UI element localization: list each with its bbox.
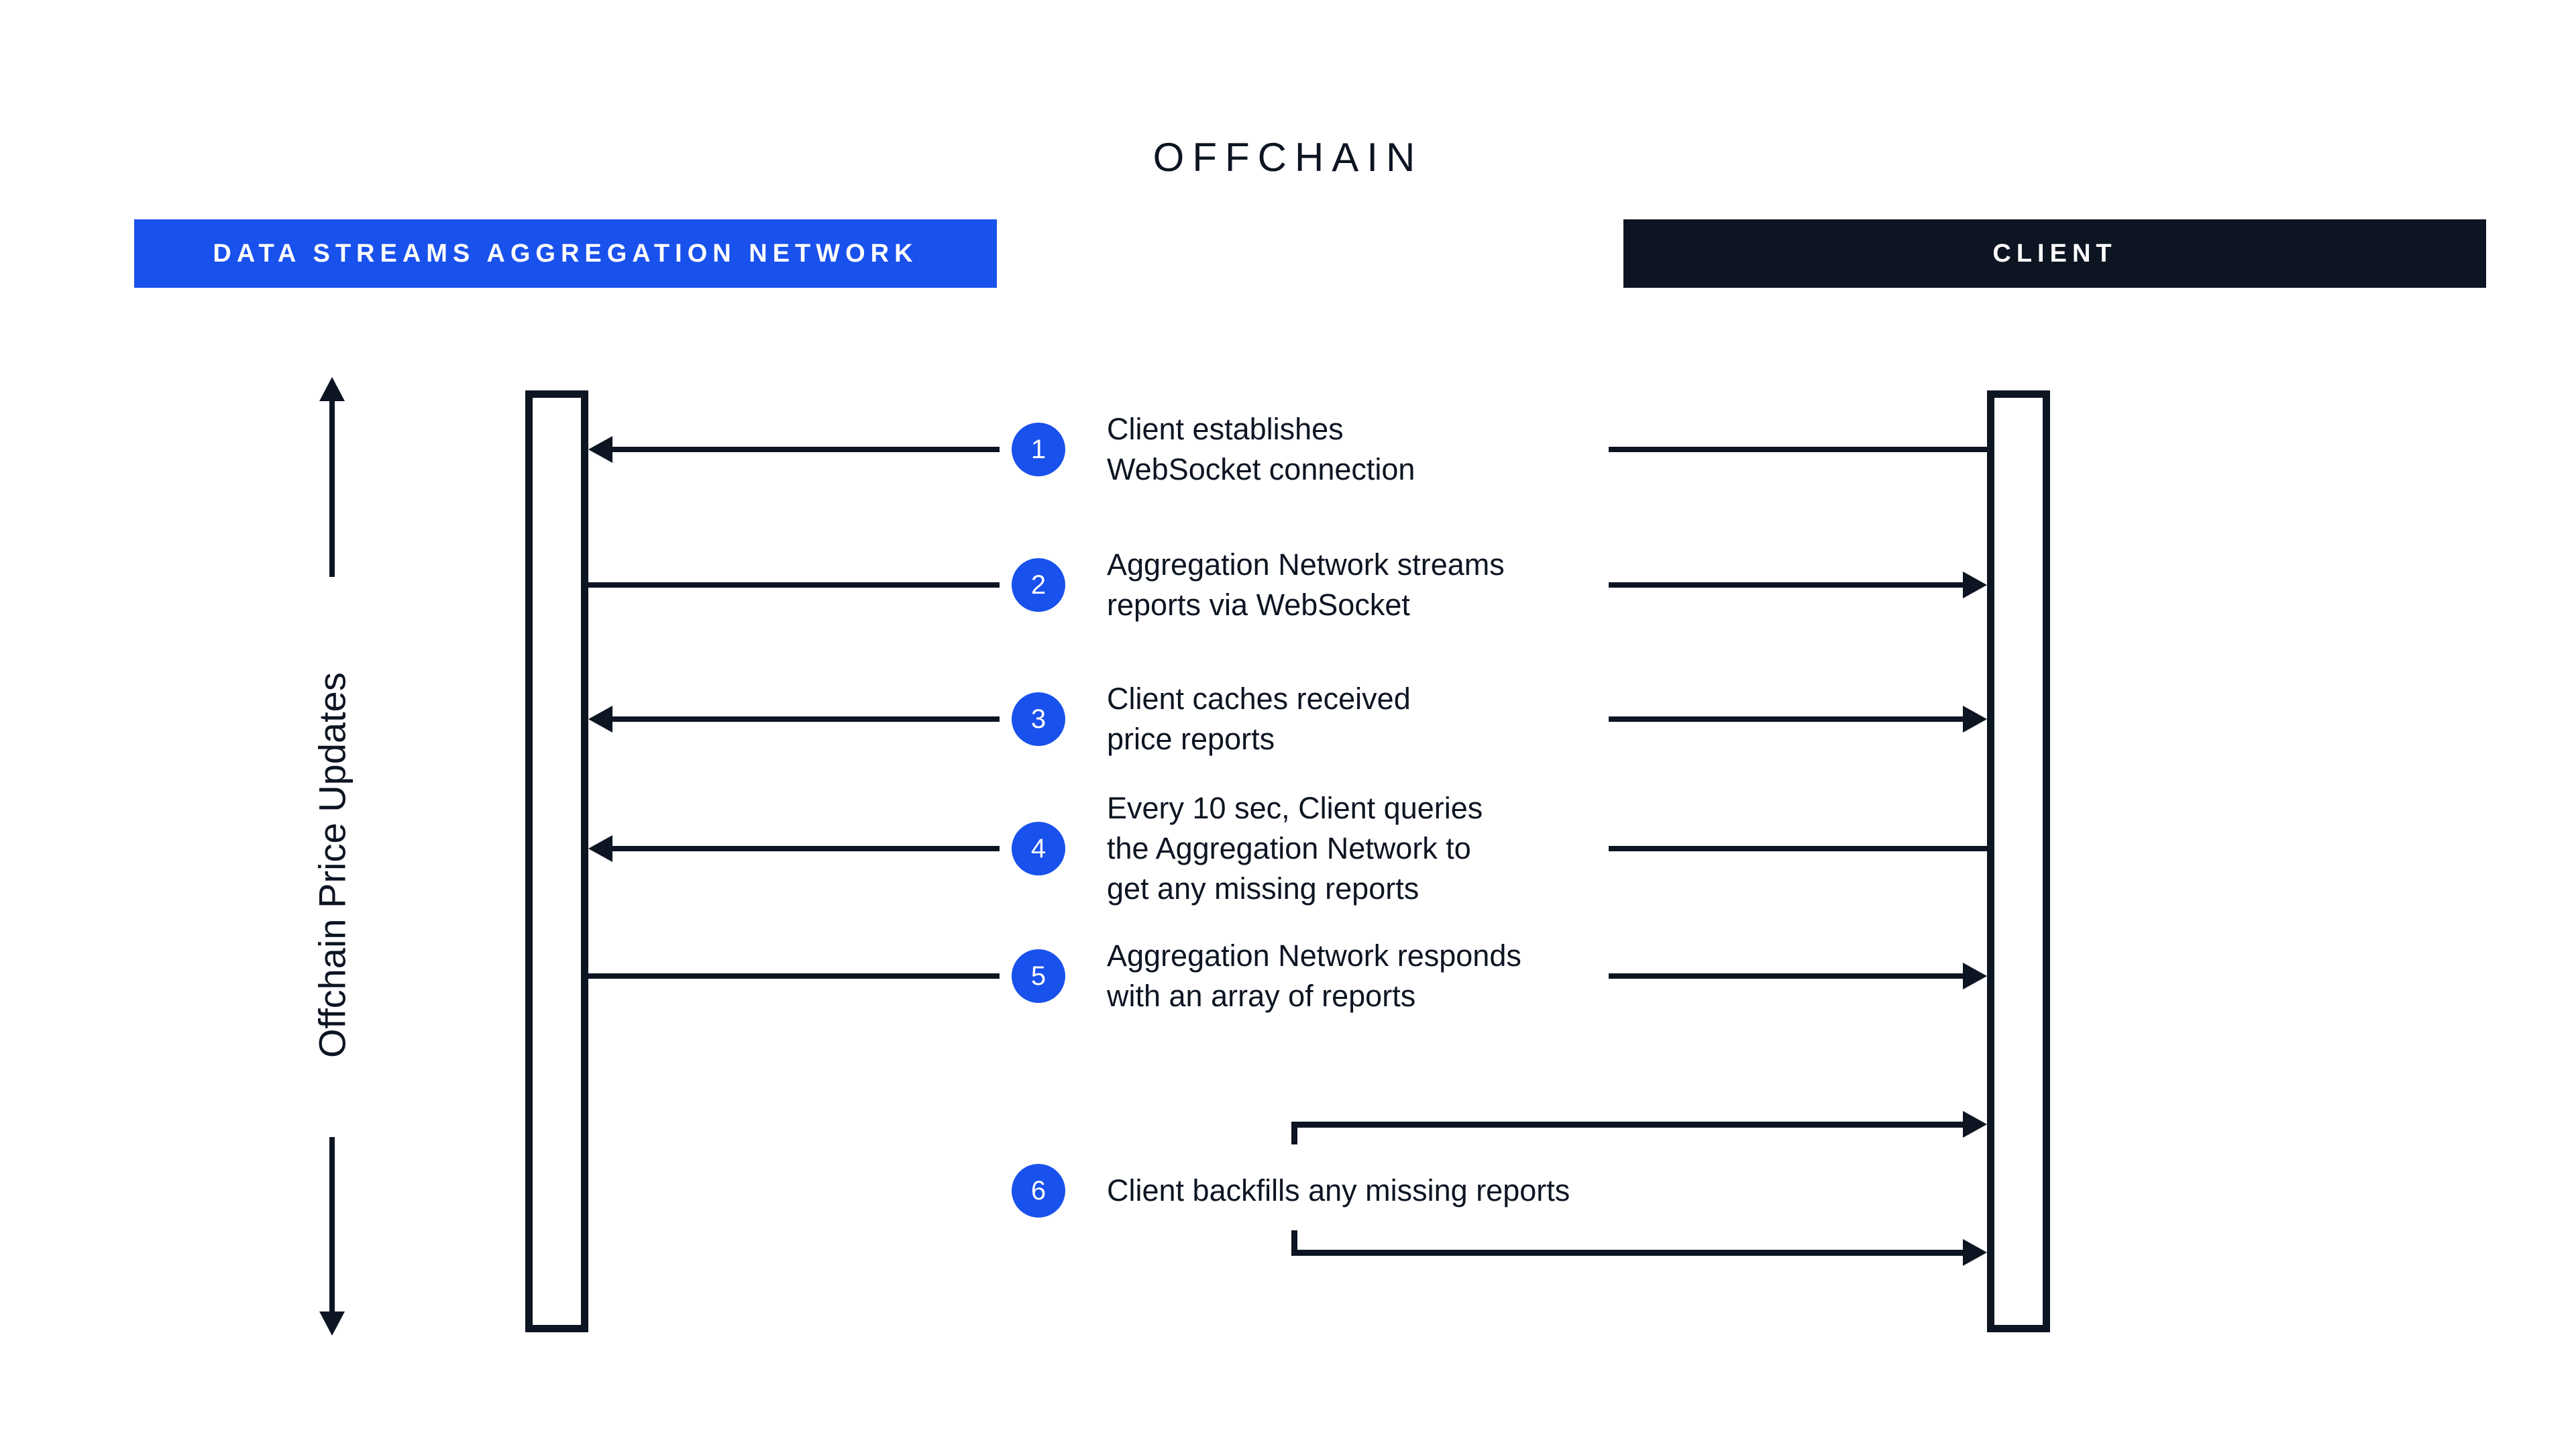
message-line	[609, 846, 1000, 851]
step-number: 3	[1030, 704, 1046, 734]
step-badge-3: 3	[1012, 692, 1065, 746]
step-badge-2: 2	[1012, 558, 1065, 612]
axis-arrow-up-icon	[319, 377, 345, 401]
step-number: 5	[1030, 961, 1046, 991]
message-line	[609, 716, 1000, 722]
self-loop-bottom-line	[1291, 1250, 1966, 1256]
step-number: 1	[1030, 434, 1046, 464]
network-header-bar: DATA STREAMS AGGREGATION NETWORK	[134, 219, 997, 288]
step-badge-1: 1	[1012, 423, 1065, 476]
client-header-bar: CLIENT	[1623, 219, 2486, 288]
arrowhead-into-client-icon	[1963, 572, 1987, 598]
arrowhead-into-client-icon	[1963, 1239, 1987, 1266]
step-badge-4: 4	[1012, 822, 1065, 875]
message-line	[1609, 973, 1966, 979]
arrowhead-into-network-icon	[588, 706, 612, 733]
self-loop-top-line	[1291, 1122, 1966, 1128]
step-text-4: Every 10 sec, Client queries the Aggrega…	[1107, 791, 1483, 906]
step-number: 4	[1030, 833, 1046, 863]
arrowhead-into-client-icon	[1963, 706, 1987, 733]
message-line	[1609, 716, 1966, 722]
step-badge-6: 6	[1012, 1164, 1065, 1218]
self-loop-bottom-stub	[1291, 1230, 1297, 1253]
network-lifeline	[525, 390, 588, 1332]
message-line	[588, 973, 1000, 979]
step-number: 2	[1030, 570, 1046, 600]
axis-arrow-down-icon	[319, 1311, 345, 1336]
step-number: 6	[1030, 1175, 1046, 1205]
client-lifeline	[1987, 390, 2050, 1332]
step-text-3: Client caches received price reports	[1107, 682, 1411, 756]
axis-label: Offchain Price Updates	[311, 672, 354, 1059]
message-line	[609, 447, 1000, 452]
step-text-5: Aggregation Network responds with an arr…	[1107, 938, 1521, 1013]
arrowhead-into-network-icon	[588, 835, 612, 862]
step-text-2: Aggregation Network streams reports via …	[1107, 547, 1505, 622]
step-text-6: Client backfills any missing reports	[1107, 1173, 1570, 1208]
message-line	[588, 582, 1000, 588]
step-text-1: Client establishes WebSocket connection	[1107, 412, 1415, 486]
step-badge-5: 5	[1012, 949, 1065, 1003]
self-loop-top-stub	[1291, 1122, 1297, 1144]
arrowhead-into-client-icon	[1963, 963, 1987, 989]
message-line	[1609, 846, 1987, 851]
arrowhead-into-network-icon	[588, 436, 612, 463]
axis-shaft-up	[329, 401, 335, 577]
client-header-label: CLIENT	[1992, 239, 2117, 268]
diagram-title: OFFCHAIN	[1152, 135, 1424, 180]
axis-shaft-down	[329, 1137, 335, 1311]
message-line	[1609, 447, 1987, 452]
message-line	[1609, 582, 1966, 588]
arrowhead-into-client-icon	[1963, 1111, 1987, 1138]
network-header-label: DATA STREAMS AGGREGATION NETWORK	[213, 239, 918, 268]
